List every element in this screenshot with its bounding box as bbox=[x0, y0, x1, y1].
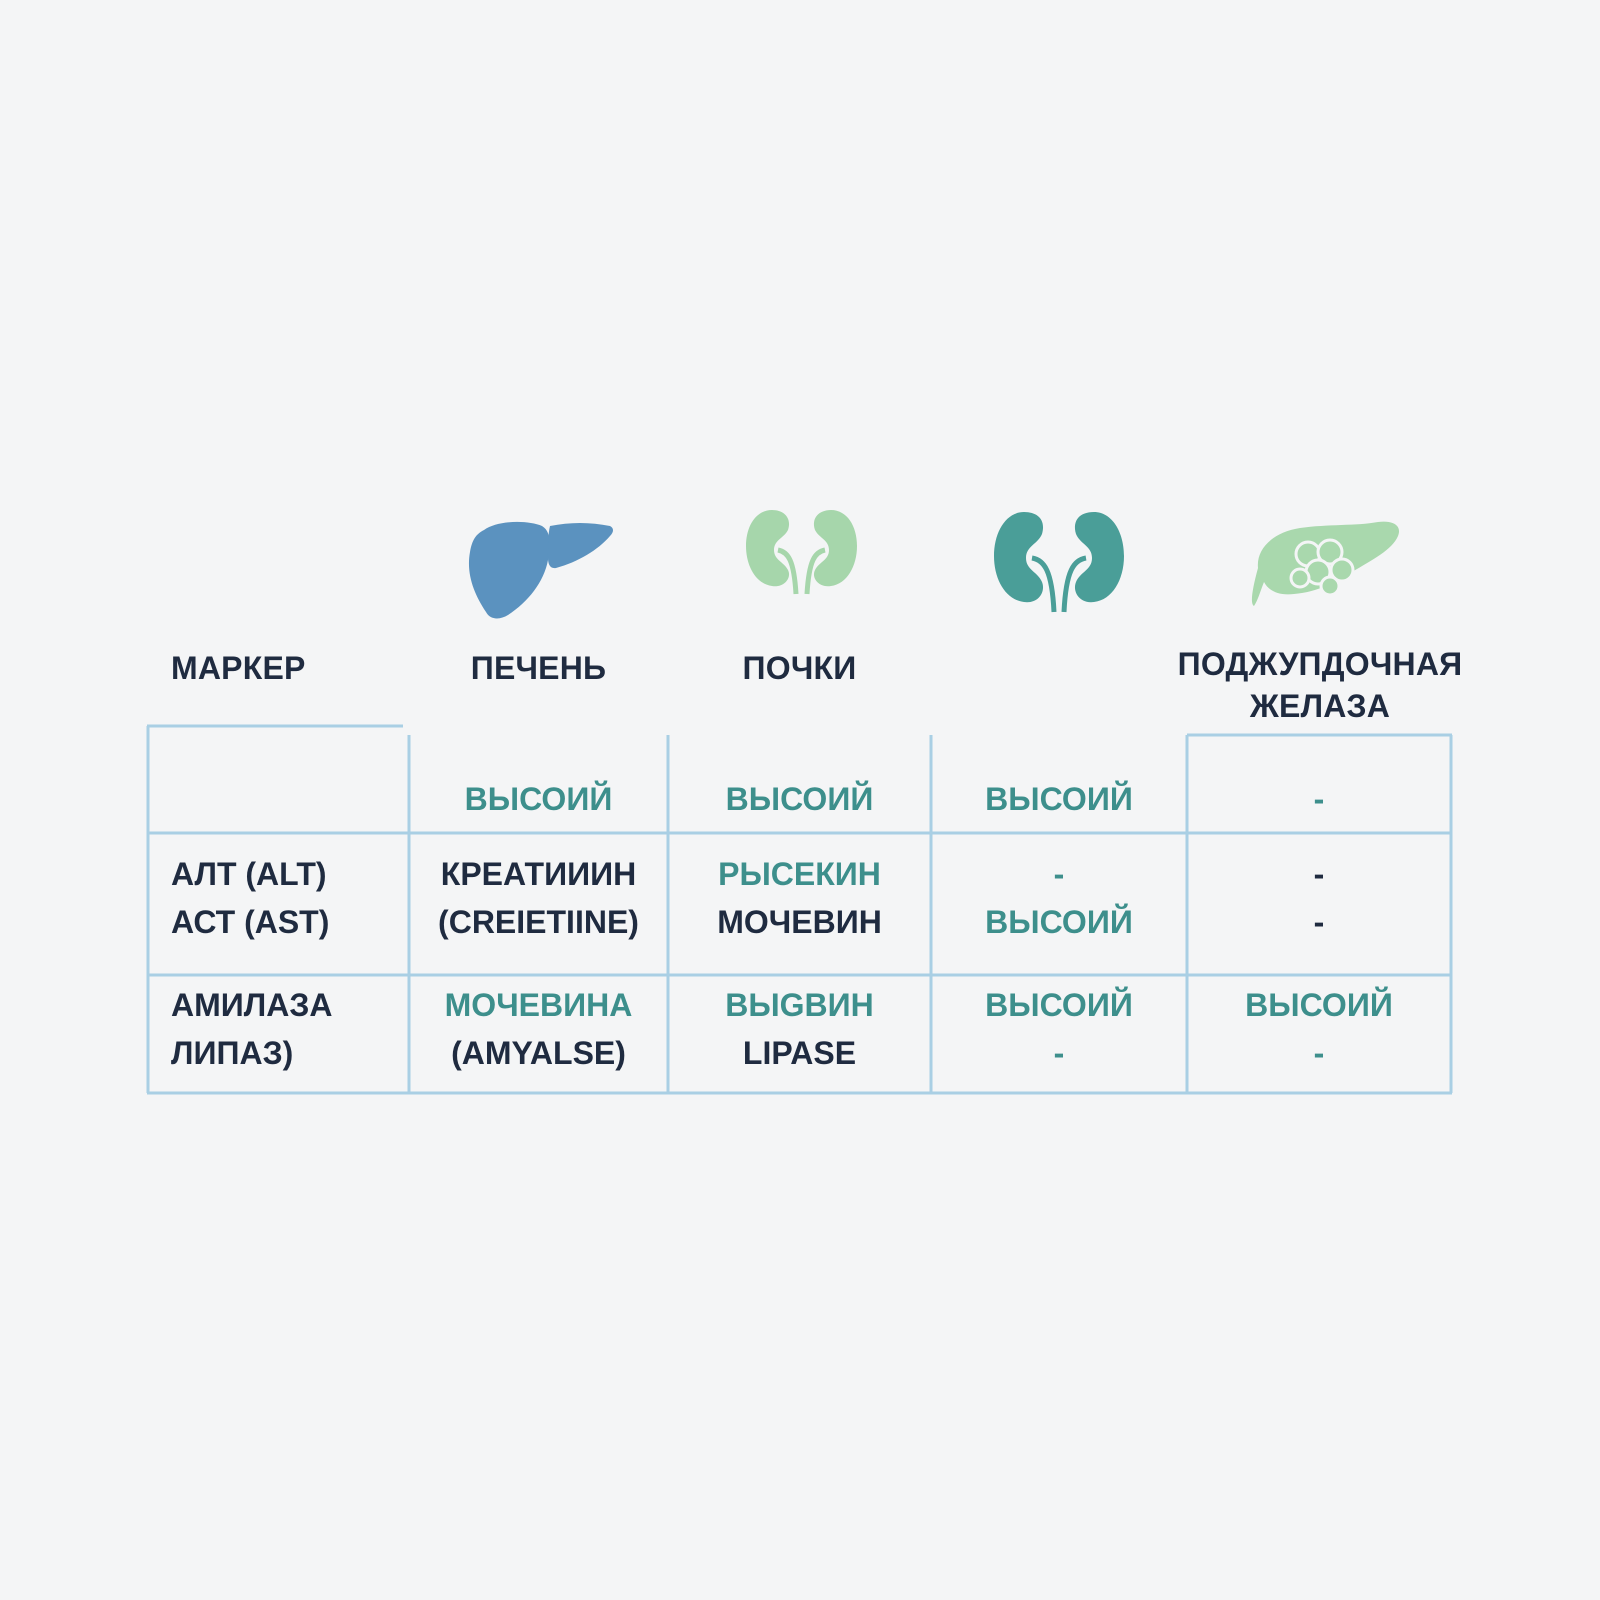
cell-kidneys-row2-line2: МОЧЕВИН bbox=[717, 904, 882, 940]
cell-kidneys2-row3-line1: ВЫСОИЙ bbox=[985, 987, 1133, 1023]
cell-kidneys-row1-line1: ВЫСОИЙ bbox=[725, 781, 874, 817]
cell-kidneys2-row3-line2: - bbox=[1053, 1035, 1065, 1071]
cell-kidneys2-row2-line2: ВЫСОИЙ bbox=[985, 904, 1133, 940]
cell-kidneys-row2-line1: РЫСЕКИН bbox=[718, 856, 881, 892]
cell-kidneys-row3-line2: LIPASE bbox=[742, 1035, 857, 1071]
header-pancreas: ПОДЖУПДОЧНАЯ ЖЕЛАЗА bbox=[1160, 643, 1480, 727]
cell-liver-row2-line2: (CREIETIINE) bbox=[438, 904, 639, 940]
header-pancreas-line1: ПОДЖУПДОЧНАЯ bbox=[1177, 646, 1463, 682]
cell-liver-row1-line1: ВЫСОИЙ bbox=[464, 781, 613, 817]
cell-marker-row3-line1: АМИЛАЗА bbox=[171, 987, 333, 1023]
cell-pancreas-row3-line2: - bbox=[1313, 1035, 1325, 1071]
kidneys-teal-icon bbox=[992, 508, 1126, 614]
cell-marker-row3-line2: ЛИПАЗ) bbox=[171, 1035, 294, 1071]
cell-kidneys-row3-line1: ВЫGВИН bbox=[725, 987, 874, 1023]
cell-marker-row2-line2: АСТ (AST) bbox=[171, 904, 330, 940]
header-liver: ПЕЧЕНЬ bbox=[470, 650, 607, 686]
cell-kidneys2-row2-line1: - bbox=[1053, 856, 1065, 892]
header-kidneys: ПОЧКИ bbox=[742, 650, 857, 686]
kidneys-light-icon bbox=[744, 506, 859, 596]
cell-pancreas-row2-line2: - bbox=[1313, 904, 1325, 940]
cell-marker-row2-line1: АЛТ (ALT) bbox=[171, 856, 327, 892]
cell-kidneys2-row1-line1: ВЫСОИЙ bbox=[985, 781, 1133, 817]
cell-liver-row3-line2: (AMYALSE) bbox=[451, 1035, 626, 1071]
cell-pancreas-row2-line1: - bbox=[1313, 856, 1325, 892]
cell-liver-row3-line1: МОЧЕВИНА bbox=[444, 987, 633, 1023]
liver-icon bbox=[466, 516, 616, 620]
header-pancreas-line2: ЖЕЛАЗА bbox=[1249, 688, 1391, 724]
pancreas-icon bbox=[1248, 520, 1402, 608]
header-marker: МАРКЕР bbox=[171, 650, 306, 686]
cell-pancreas-row1-line1: - bbox=[1313, 781, 1325, 817]
cell-liver-row2-line1: КРЕАТИИИН bbox=[440, 856, 637, 892]
cell-pancreas-row3-line1: ВЫСОИЙ bbox=[1245, 987, 1393, 1023]
